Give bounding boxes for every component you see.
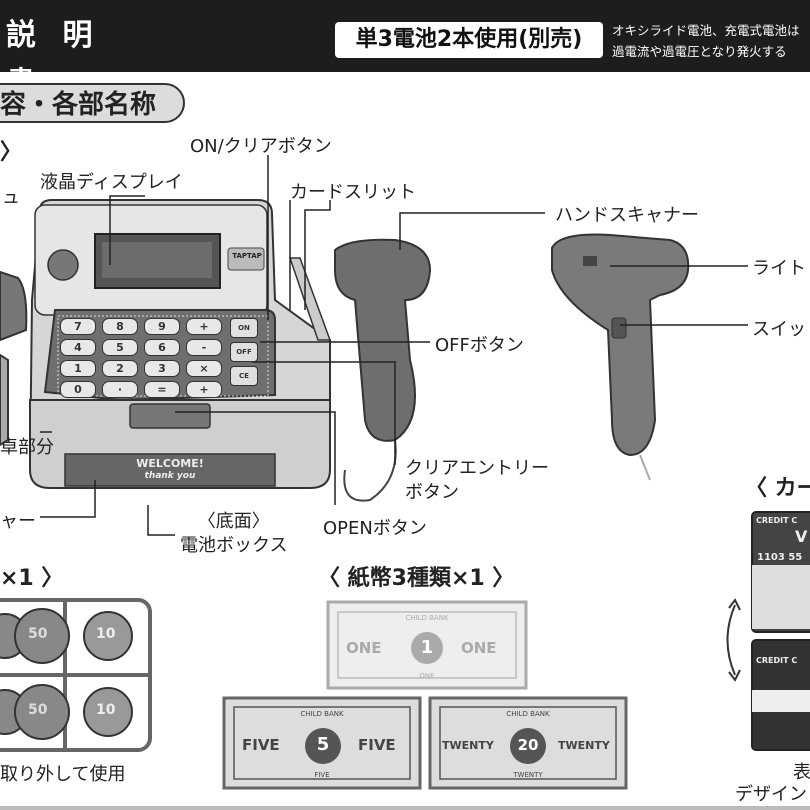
coins-caption: 取り外して使用 (0, 764, 126, 785)
side-keys: ON OFF CE (230, 318, 258, 386)
register-side-key: OFF (230, 342, 258, 362)
bill-number: 5 (316, 734, 330, 755)
card-title: CREDIT C (756, 516, 798, 525)
card-slit (288, 257, 332, 341)
register-key: 8 (102, 318, 138, 335)
bracket-mark: 〉 (0, 140, 23, 165)
bill-word: ONE (346, 639, 382, 657)
coin-value: 10 (96, 626, 116, 642)
bank-label: CHILD BANK (300, 710, 344, 718)
label-battery-box-line-2: 電池ボックス (180, 535, 288, 556)
register-key: 9 (144, 318, 180, 335)
bill-one-text: CHILD BANK ONE ONE 1 ONE (328, 602, 526, 688)
label-scanner-fragment: ャー (0, 511, 36, 532)
bill-number: 1 (420, 637, 434, 658)
label-card-slit: カードスリット (290, 182, 416, 203)
cards-caption-2: デザイン (735, 784, 807, 805)
register-key: + (186, 381, 222, 398)
credit-cards (726, 511, 810, 751)
register-key: 0 (60, 381, 96, 398)
register-key: 5 (102, 339, 138, 356)
bill-word: FIVE (242, 736, 280, 754)
hand-scanner-detail (551, 233, 690, 481)
label-desk-part: 卓部分 (0, 437, 54, 458)
register-key: × (186, 360, 222, 377)
front-plate-line-1: WELCOME! (136, 457, 204, 470)
front-plate-line-2: thank you (144, 471, 196, 481)
card-back-title: CREDIT C (756, 656, 798, 665)
register-key: · (102, 381, 138, 398)
front-plate-text: WELCOME! thank you (65, 458, 275, 482)
register-key: 4 (60, 339, 96, 356)
left-edge-object-2 (0, 353, 9, 447)
coin-sprue (0, 598, 152, 752)
hand-scanner-on-register (334, 238, 432, 502)
label-hand-scanner: ハンドスキャナー (555, 205, 699, 226)
warning-line-1: オキシライド電池、充電式電池は (612, 23, 800, 38)
label-clear-entry-line-2: ボタン (405, 482, 459, 503)
bill-twenty-text: CHILD BANK TWENTY TWENTY 20 TWENTY (430, 698, 626, 788)
register-key: = (144, 381, 180, 398)
register-key: 6 (144, 339, 180, 356)
label-battery-box-line-1: 〈底面〉 (197, 511, 270, 532)
card-logo: V (795, 527, 808, 546)
bank-label: CHILD BANK (405, 614, 449, 622)
register-side-key: ON (230, 318, 258, 338)
register-key: 3 (144, 360, 180, 377)
bill-word-small: ONE (419, 672, 435, 680)
label-battery-box: 〈底面〉 電池ボックス (180, 510, 287, 558)
coins-heading: ×1 〉 (0, 566, 64, 591)
label-lcd-display: 液晶ディスプレイ (40, 172, 183, 193)
label-off-button: OFFボタン (435, 335, 524, 356)
bill-five-text: CHILD BANK FIVE FIVE 5 FIVE (224, 698, 420, 788)
bill-word: ONE (461, 639, 497, 657)
register-side-key: CE (230, 366, 258, 386)
coin-value: 50 (28, 626, 48, 642)
bank-label: CHILD BANK (506, 710, 550, 718)
bill-word-small: TWENTY (513, 771, 543, 779)
battery-warning-note: オキシライド電池、充電式電池は 過電流や過電圧となり発火する (612, 20, 810, 62)
section-heading: 容・各部名称 (0, 83, 185, 123)
cards-caption-1: 表 (793, 762, 810, 783)
coin-value: 50 (28, 702, 48, 718)
label-switch: スイッ (752, 319, 806, 340)
coin-value: 10 (96, 702, 116, 718)
bills (222, 600, 628, 790)
leader-lines (40, 155, 748, 536)
brand-badge: TAPTAP (232, 252, 262, 260)
register-key: - (186, 339, 222, 356)
left-edge-fragment: ュ (2, 187, 20, 208)
label-clear-entry-line-1: クリアエントリー (405, 458, 549, 479)
register-key: 2 (102, 360, 138, 377)
label-open-button: OPENボタン (323, 518, 427, 539)
register-key: 7 (60, 318, 96, 335)
speaker-icon (47, 249, 79, 281)
open-button (129, 403, 211, 429)
cards-heading: 〈 カー (745, 476, 810, 501)
bill-word-small: FIVE (314, 771, 330, 779)
register-key: 1 (60, 360, 96, 377)
card-number: 1103 55 (757, 552, 803, 563)
bill-word: FIVE (358, 736, 396, 754)
cash-register (28, 199, 332, 489)
left-edge-object (0, 270, 28, 342)
bill-word: TWENTY (558, 739, 610, 752)
label-clear-entry-button: クリアエントリー ボタン (405, 457, 549, 505)
label-light: ライト (752, 258, 806, 279)
front-plate (64, 453, 276, 487)
label-on-clear-button: ON/クリアボタン (190, 136, 332, 157)
bill-word: TWENTY (442, 739, 494, 752)
bills-heading: 〈 紙幣3種類×1 〉 (318, 566, 515, 591)
warning-line-2: 過電流や過電圧となり発火する (612, 44, 787, 59)
battery-info-box: 単3電池2本使用(別売) (335, 22, 603, 58)
bill-number: 20 (517, 736, 539, 754)
register-key: + (186, 318, 222, 335)
